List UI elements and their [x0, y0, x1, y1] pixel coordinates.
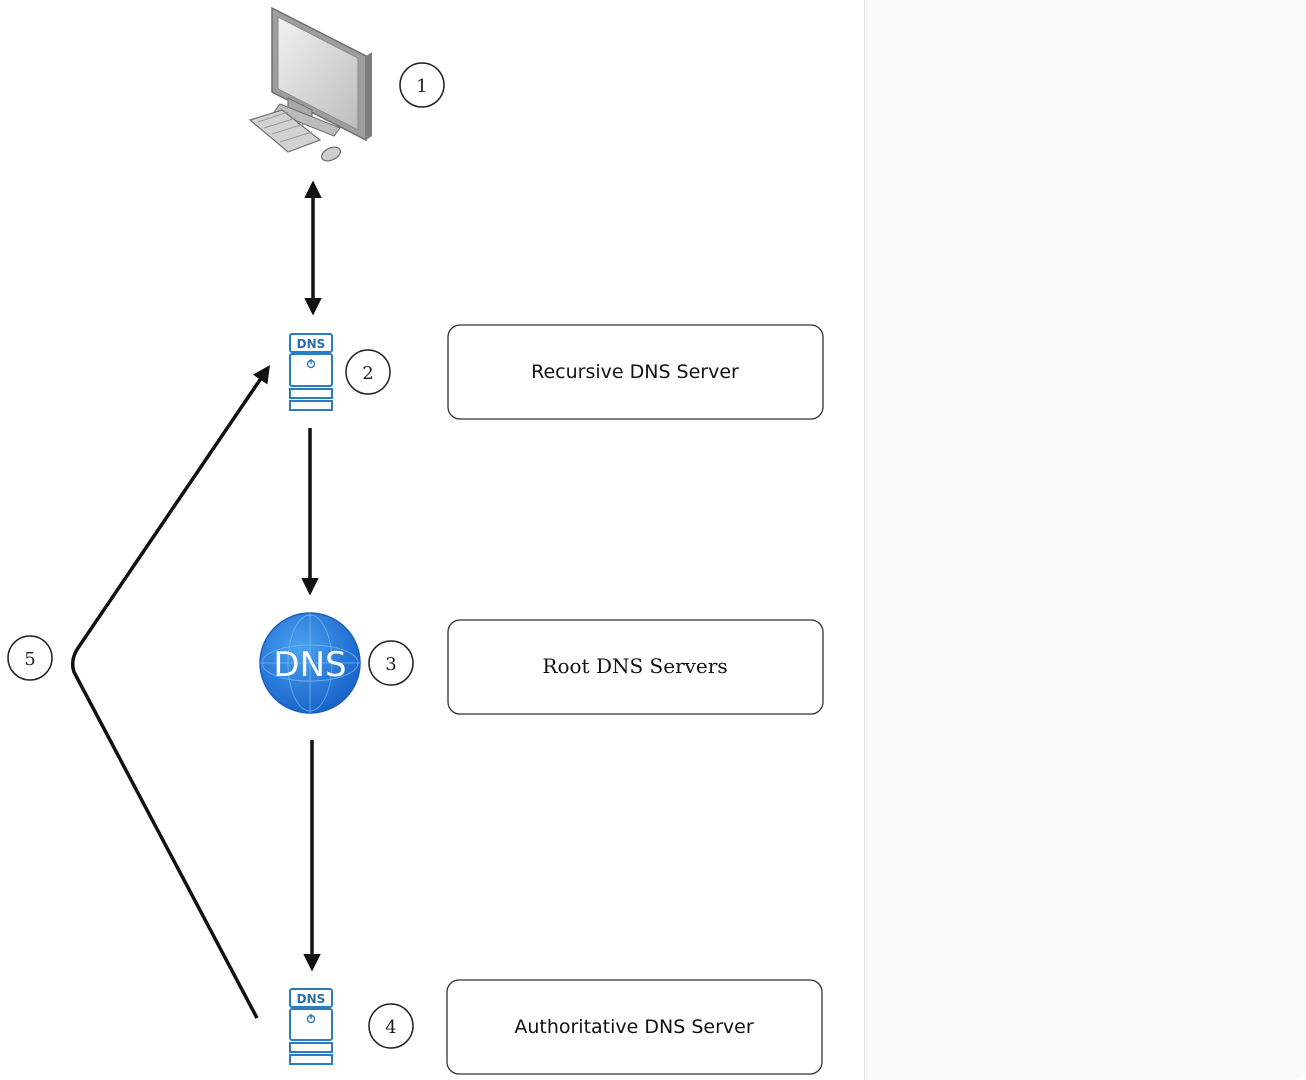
dns-server-icon: DNS [289, 333, 333, 411]
dns-resolution-diagram: 1 2 3 4 5 [7, 6, 824, 1075]
dns-server-icon: DNS [289, 988, 333, 1065]
diagram-canvas: 1 2 3 4 5 [7, 6, 824, 1075]
side-panel [864, 0, 1306, 1080]
step-number-1: 1 [399, 62, 445, 108]
step-number-3-label: 3 [385, 654, 396, 675]
dns-server-icon-text: DNS [297, 337, 326, 351]
desktop-computer-icon [248, 6, 372, 162]
step-number-4: 4 [368, 1003, 414, 1049]
step-number-2-label: 2 [362, 363, 373, 384]
step-number-5: 5 [7, 635, 53, 681]
authoritative-dns-server-label: Authoritative DNS Server [514, 1016, 753, 1038]
recursive-dns-server-box[interactable]: Recursive DNS Server [447, 324, 824, 420]
step-number-1-label: 1 [416, 76, 427, 97]
root-dns-servers-label: Root DNS Servers [542, 654, 727, 678]
step-number-2: 2 [345, 349, 391, 395]
step-number-4-label: 4 [385, 1017, 396, 1038]
root-dns-servers-box[interactable]: Root DNS Servers [447, 619, 824, 715]
step-number-3: 3 [368, 640, 414, 686]
authoritative-dns-server-box[interactable]: Authoritative DNS Server [446, 979, 823, 1075]
dns-globe-icon-text: DNS [273, 645, 346, 685]
step-number-5-label: 5 [24, 649, 35, 670]
dns-globe-icon: DNS [259, 612, 361, 714]
arrow-authoritative-recursive [70, 365, 270, 1019]
dns-server-icon-text: DNS [297, 992, 326, 1006]
recursive-dns-server-label: Recursive DNS Server [531, 361, 739, 383]
